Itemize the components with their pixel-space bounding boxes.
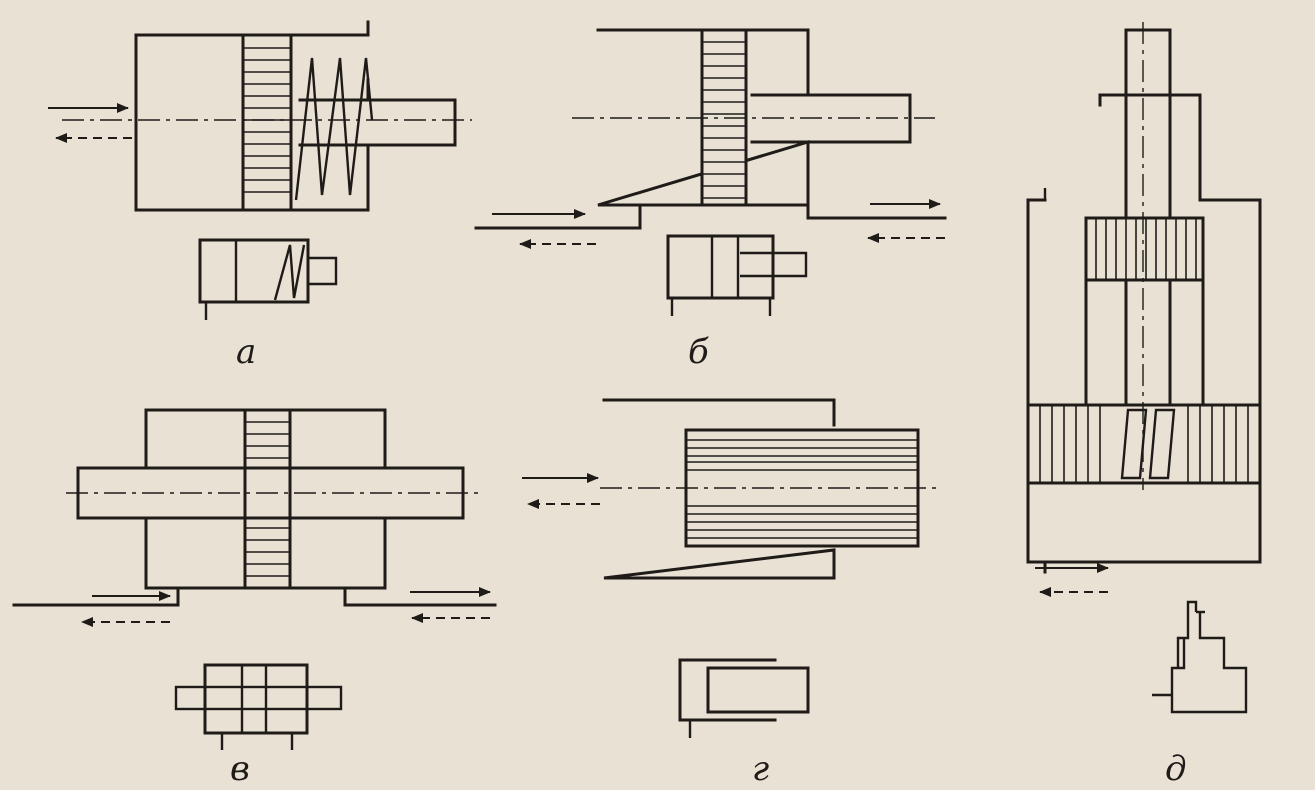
symbol-v xyxy=(174,663,343,750)
symbol-a xyxy=(198,238,338,320)
diagram-d-telescopic-cylinder: д xyxy=(1026,22,1262,789)
symbol-d xyxy=(1152,600,1248,714)
plunger-hatching xyxy=(686,439,918,539)
diagram-g-plunger-cylinder: г xyxy=(522,398,940,789)
diagram-v-double-rod-cylinder: в xyxy=(12,408,497,789)
caption-a: а xyxy=(236,332,256,372)
caption-g: г xyxy=(752,749,769,789)
symbol-b xyxy=(666,234,808,316)
diagram-a-spring-return-cylinder: а xyxy=(48,20,472,372)
caption-v: в xyxy=(230,749,250,789)
spring xyxy=(294,57,374,201)
caption-b: б xyxy=(688,332,709,372)
symbol-g xyxy=(678,658,810,738)
caption-d: д xyxy=(1165,749,1187,789)
piston-hatching xyxy=(243,47,291,193)
diagram-b-single-rod-cylinder: б xyxy=(474,28,947,372)
